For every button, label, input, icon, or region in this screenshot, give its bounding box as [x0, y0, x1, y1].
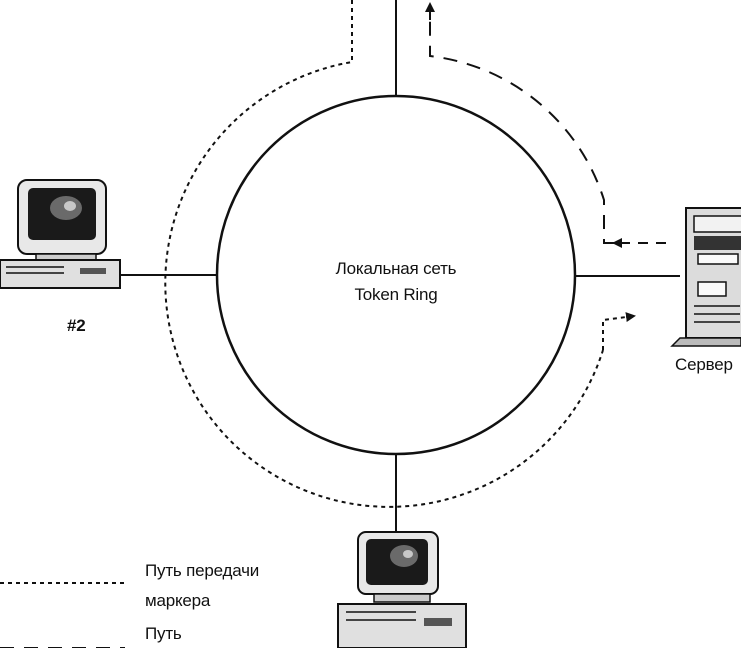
network-title-line2: Token Ring [354, 285, 438, 304]
workstation-label: #2 [67, 316, 86, 335]
token-path-arrow-to-server [602, 312, 636, 350]
token-path [164, 0, 604, 508]
server-label: Сервер [675, 355, 733, 374]
legend-token-label-line2: маркера [145, 591, 211, 610]
legend-data-label: Путь [145, 624, 182, 643]
network-title-line1: Локальная сеть [335, 259, 457, 278]
workstation-left-icon [0, 179, 121, 289]
data-path [429, 12, 614, 244]
legend-token-label-line1: Путь передачи [145, 561, 260, 580]
server-icon [670, 207, 741, 347]
workstation-bottom-icon [337, 531, 467, 648]
